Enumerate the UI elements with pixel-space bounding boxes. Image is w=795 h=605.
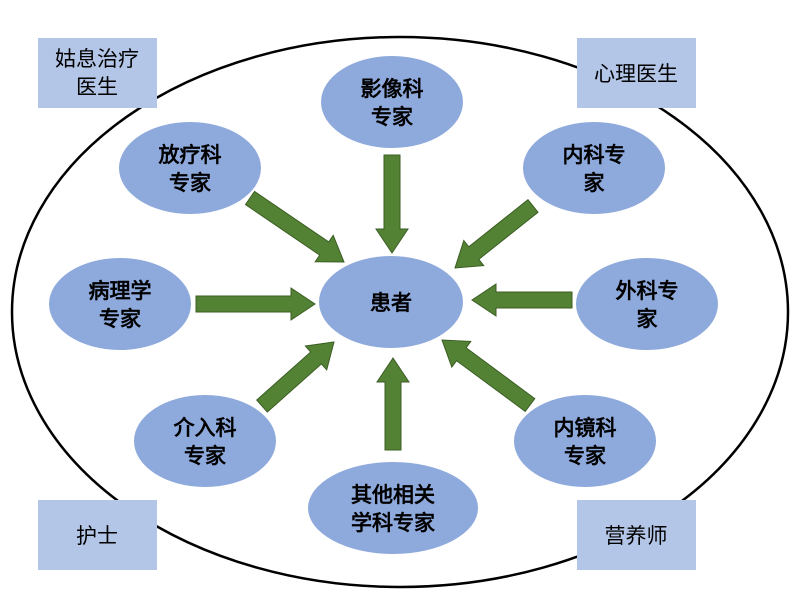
expert-node-internal: 内科专 家: [523, 122, 665, 214]
expert-node-surgery: 外科专 家: [576, 258, 718, 350]
arrow-from-internal: [454, 198, 539, 269]
expert-node-interventional: 介入科 专家: [134, 395, 276, 487]
corner-label: 营养师: [605, 524, 668, 548]
corner-label-line2: 医生: [76, 75, 118, 99]
center-label: 患者: [370, 291, 412, 315]
center-node-patient: 患者: [319, 256, 463, 348]
corner-box-psychology: 心理医生: [577, 38, 696, 108]
expert-node-endoscopy: 内镜科 专家: [514, 395, 656, 487]
arrow-from-pathology: [195, 287, 316, 321]
expert-label-line2: 家: [637, 307, 659, 331]
arrow-from-other: [376, 357, 410, 451]
arrows-group: [195, 154, 573, 451]
arrow-from-endoscopy: [441, 339, 536, 413]
expert-node-imaging: 影像科 专家: [321, 56, 463, 148]
expert-label-line2: 专家: [564, 444, 607, 468]
expert-label-line1: 放疗科: [158, 143, 222, 167]
corner-label: 心理医生: [594, 62, 678, 86]
expert-node-other: 其他相关 学科专家: [308, 462, 478, 554]
arrow-from-imaging: [375, 154, 409, 254]
expert-label-line1: 其他相关: [351, 483, 435, 507]
corner-box-nutritionist: 营养师: [577, 500, 696, 570]
arrow-from-radiotherapy: [244, 190, 345, 263]
center-ellipse: [319, 256, 463, 348]
expert-label-line2: 专家: [371, 105, 414, 129]
arrow-from-surgery: [471, 283, 573, 317]
expert-label-line2: 学科专家: [351, 511, 436, 535]
expert-label-line2: 专家: [99, 307, 142, 331]
expert-label-line1: 影像科: [361, 77, 424, 101]
corner-box-nurse: 护士: [38, 500, 157, 570]
expert-label-line2: 专家: [169, 171, 212, 195]
arrow-from-interventional: [255, 341, 335, 413]
expert-node-radiotherapy: 放疗科 专家: [119, 122, 261, 214]
expert-label-line1: 病理学: [89, 279, 152, 303]
corner-label: 护士: [76, 524, 118, 548]
corner-label-line1: 姑息治疗: [55, 47, 139, 71]
expert-label-line1: 介入科: [173, 416, 237, 440]
expert-label-line2: 家: [584, 171, 606, 195]
expert-node-pathology: 病理学 专家: [49, 258, 191, 350]
expert-label-line1: 内镜科: [554, 416, 617, 440]
expert-label-line2: 专家: [184, 444, 227, 468]
expert-label-line1: 内科专: [563, 143, 626, 167]
expert-label-line1: 外科专: [616, 279, 679, 303]
corner-box-palliative: 姑息治疗 医生: [38, 38, 157, 108]
